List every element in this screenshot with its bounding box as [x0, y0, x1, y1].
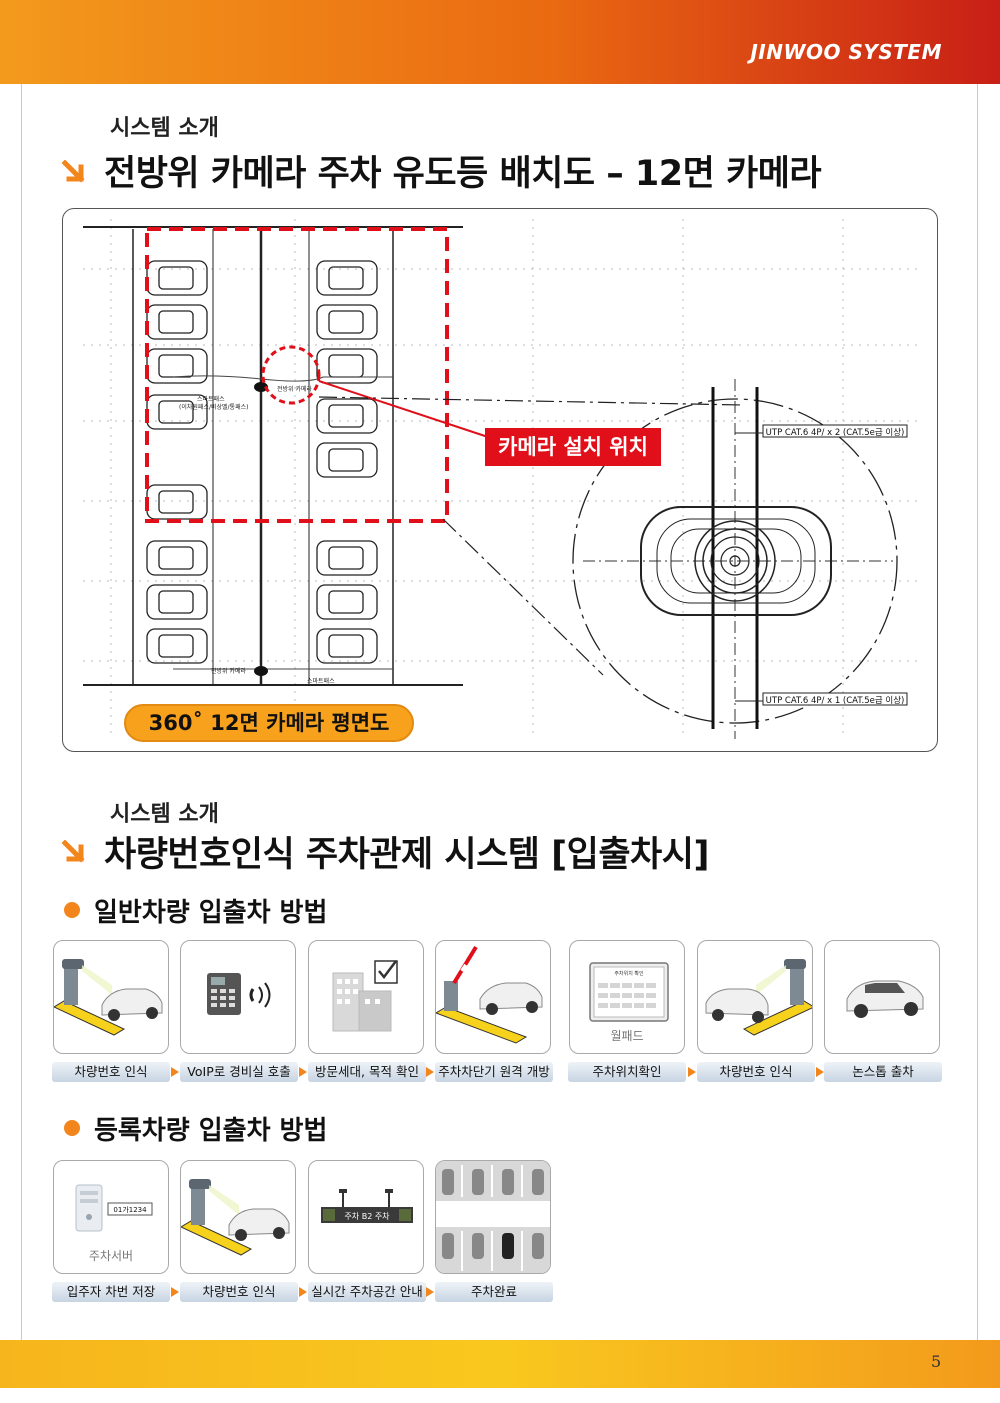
- plate-text: 01가1234: [113, 1205, 147, 1214]
- guidance-sign-icon: 주차 B2 주차: [321, 1189, 413, 1223]
- registered-step-1-card: 01가1234 주차서버: [53, 1160, 169, 1274]
- general-step-7-label: 논스톱 출차: [824, 1062, 942, 1082]
- tag-camera: 전방위 카메라: [277, 385, 313, 393]
- cable-top-text: UTP CAT.6 4P/ x 2 (CAT.5e급 이상): [766, 427, 905, 438]
- barrier-open-icon: [436, 945, 543, 1044]
- general-step-5-card: 주차위치 확인 월패드: [569, 940, 685, 1054]
- brand-name: JINWOO SYSTEM: [750, 40, 942, 64]
- general-title: 일반차량 입출차 방법: [94, 898, 328, 928]
- tag-smartpass-detail: (이차원패스/비상벨/통패스): [179, 403, 248, 411]
- guidance-sign-text: 주차 B2 주차: [344, 1212, 390, 1221]
- section2-title: 차량번호인식 주차관제 시스템 [입출차시]: [104, 835, 709, 875]
- step-arrow-icon: [171, 1287, 179, 1297]
- registered-step-3-card: 주차 B2 주차: [308, 1160, 424, 1274]
- section2-subtitle: 시스템 소개: [110, 802, 219, 827]
- section1-title: 전방위 카메라 주차 유도등 배치도 – 12면 카메라: [104, 154, 822, 194]
- lpr-camera-car-icon: [54, 959, 163, 1036]
- car-exit-icon: [846, 980, 924, 1018]
- parking-server-icon: 01가1234: [75, 1184, 153, 1232]
- step-arrow-icon: [688, 1067, 696, 1077]
- general-step-7-card: [824, 940, 940, 1054]
- step-arrow-icon: [426, 1287, 434, 1297]
- page-number: 5: [931, 1352, 942, 1371]
- step-arrow-icon: [299, 1287, 307, 1297]
- registered-step-2-label: 차량번호 인식: [180, 1282, 298, 1302]
- footer-band: [0, 1340, 1000, 1388]
- voip-phone-icon: [207, 973, 271, 1015]
- step-arrow-icon: [426, 1067, 434, 1077]
- general-step-3-label: 방문세대, 목적 확인: [308, 1062, 426, 1082]
- general-step-6-label: 차량번호 인식: [697, 1062, 815, 1082]
- registered-step-4-label: 주차완료: [435, 1282, 553, 1302]
- parking-layout-diagram: UTP CAT.6 4P/ x 2 (CAT.5e급 이상) UTP CAT.6…: [62, 208, 938, 752]
- tag-smartpass: 스마트패스: [197, 395, 225, 403]
- lpr-camera-car-icon: [705, 959, 812, 1036]
- general-step-3-card: [308, 940, 424, 1054]
- title-arrow-icon: [62, 840, 85, 863]
- wallpad-icon: 주차위치 확인: [589, 962, 669, 1022]
- general-step-4-card: [435, 940, 551, 1054]
- general-step-2-card: [180, 940, 296, 1054]
- server-caption: 주차서버: [88, 1249, 134, 1263]
- wallpad-screen-title: 주차위치 확인: [614, 970, 644, 977]
- registered-step-2-card: [180, 1160, 296, 1274]
- registered-step-3-label: 실시간 주차공간 안내: [308, 1282, 426, 1302]
- general-step-1-card: [53, 940, 169, 1054]
- step-arrow-icon: [299, 1067, 307, 1077]
- general-step-4-label: 주차차단기 원격 개방: [435, 1062, 553, 1082]
- general-step-2-label: VoIP로 경비실 호출: [180, 1062, 298, 1082]
- step-arrow-icon: [816, 1067, 824, 1077]
- lpr-camera-car-icon: [181, 1179, 290, 1256]
- registered-step-1-label: 입주자 차번 저장: [52, 1282, 170, 1302]
- step-arrow-icon: [171, 1067, 179, 1077]
- camera-location-label: 카메라 설치 위치: [485, 428, 661, 466]
- title-arrow-icon: [62, 160, 85, 183]
- general-step-5-label: 주차위치확인: [568, 1062, 686, 1082]
- registered-title: 등록차량 입출차 방법: [94, 1116, 328, 1146]
- plan-label: 360˚ 12면 카메라 평면도: [124, 704, 414, 742]
- building-check-icon: [332, 960, 398, 1032]
- tag-camera-bottom: 전방위 카메라: [211, 667, 247, 675]
- parking-lot-icon: [436, 1161, 550, 1273]
- section1-subtitle: 시스템 소개: [110, 116, 219, 141]
- cable-bottom-text: UTP CAT.6 4P/ x 1 (CAT.5e급 이상): [766, 695, 905, 706]
- general-step-1-label: 차량번호 인식: [52, 1062, 170, 1082]
- general-step-6-card: [697, 940, 813, 1054]
- tag-smartpass-bottom: 스마트패스: [307, 677, 335, 685]
- registered-step-4-card: [435, 1160, 551, 1274]
- header-band: [0, 0, 1000, 84]
- wallpad-caption: 월패드: [610, 1029, 644, 1043]
- bullet-icon: [64, 902, 80, 918]
- bullet-icon: [64, 1120, 80, 1136]
